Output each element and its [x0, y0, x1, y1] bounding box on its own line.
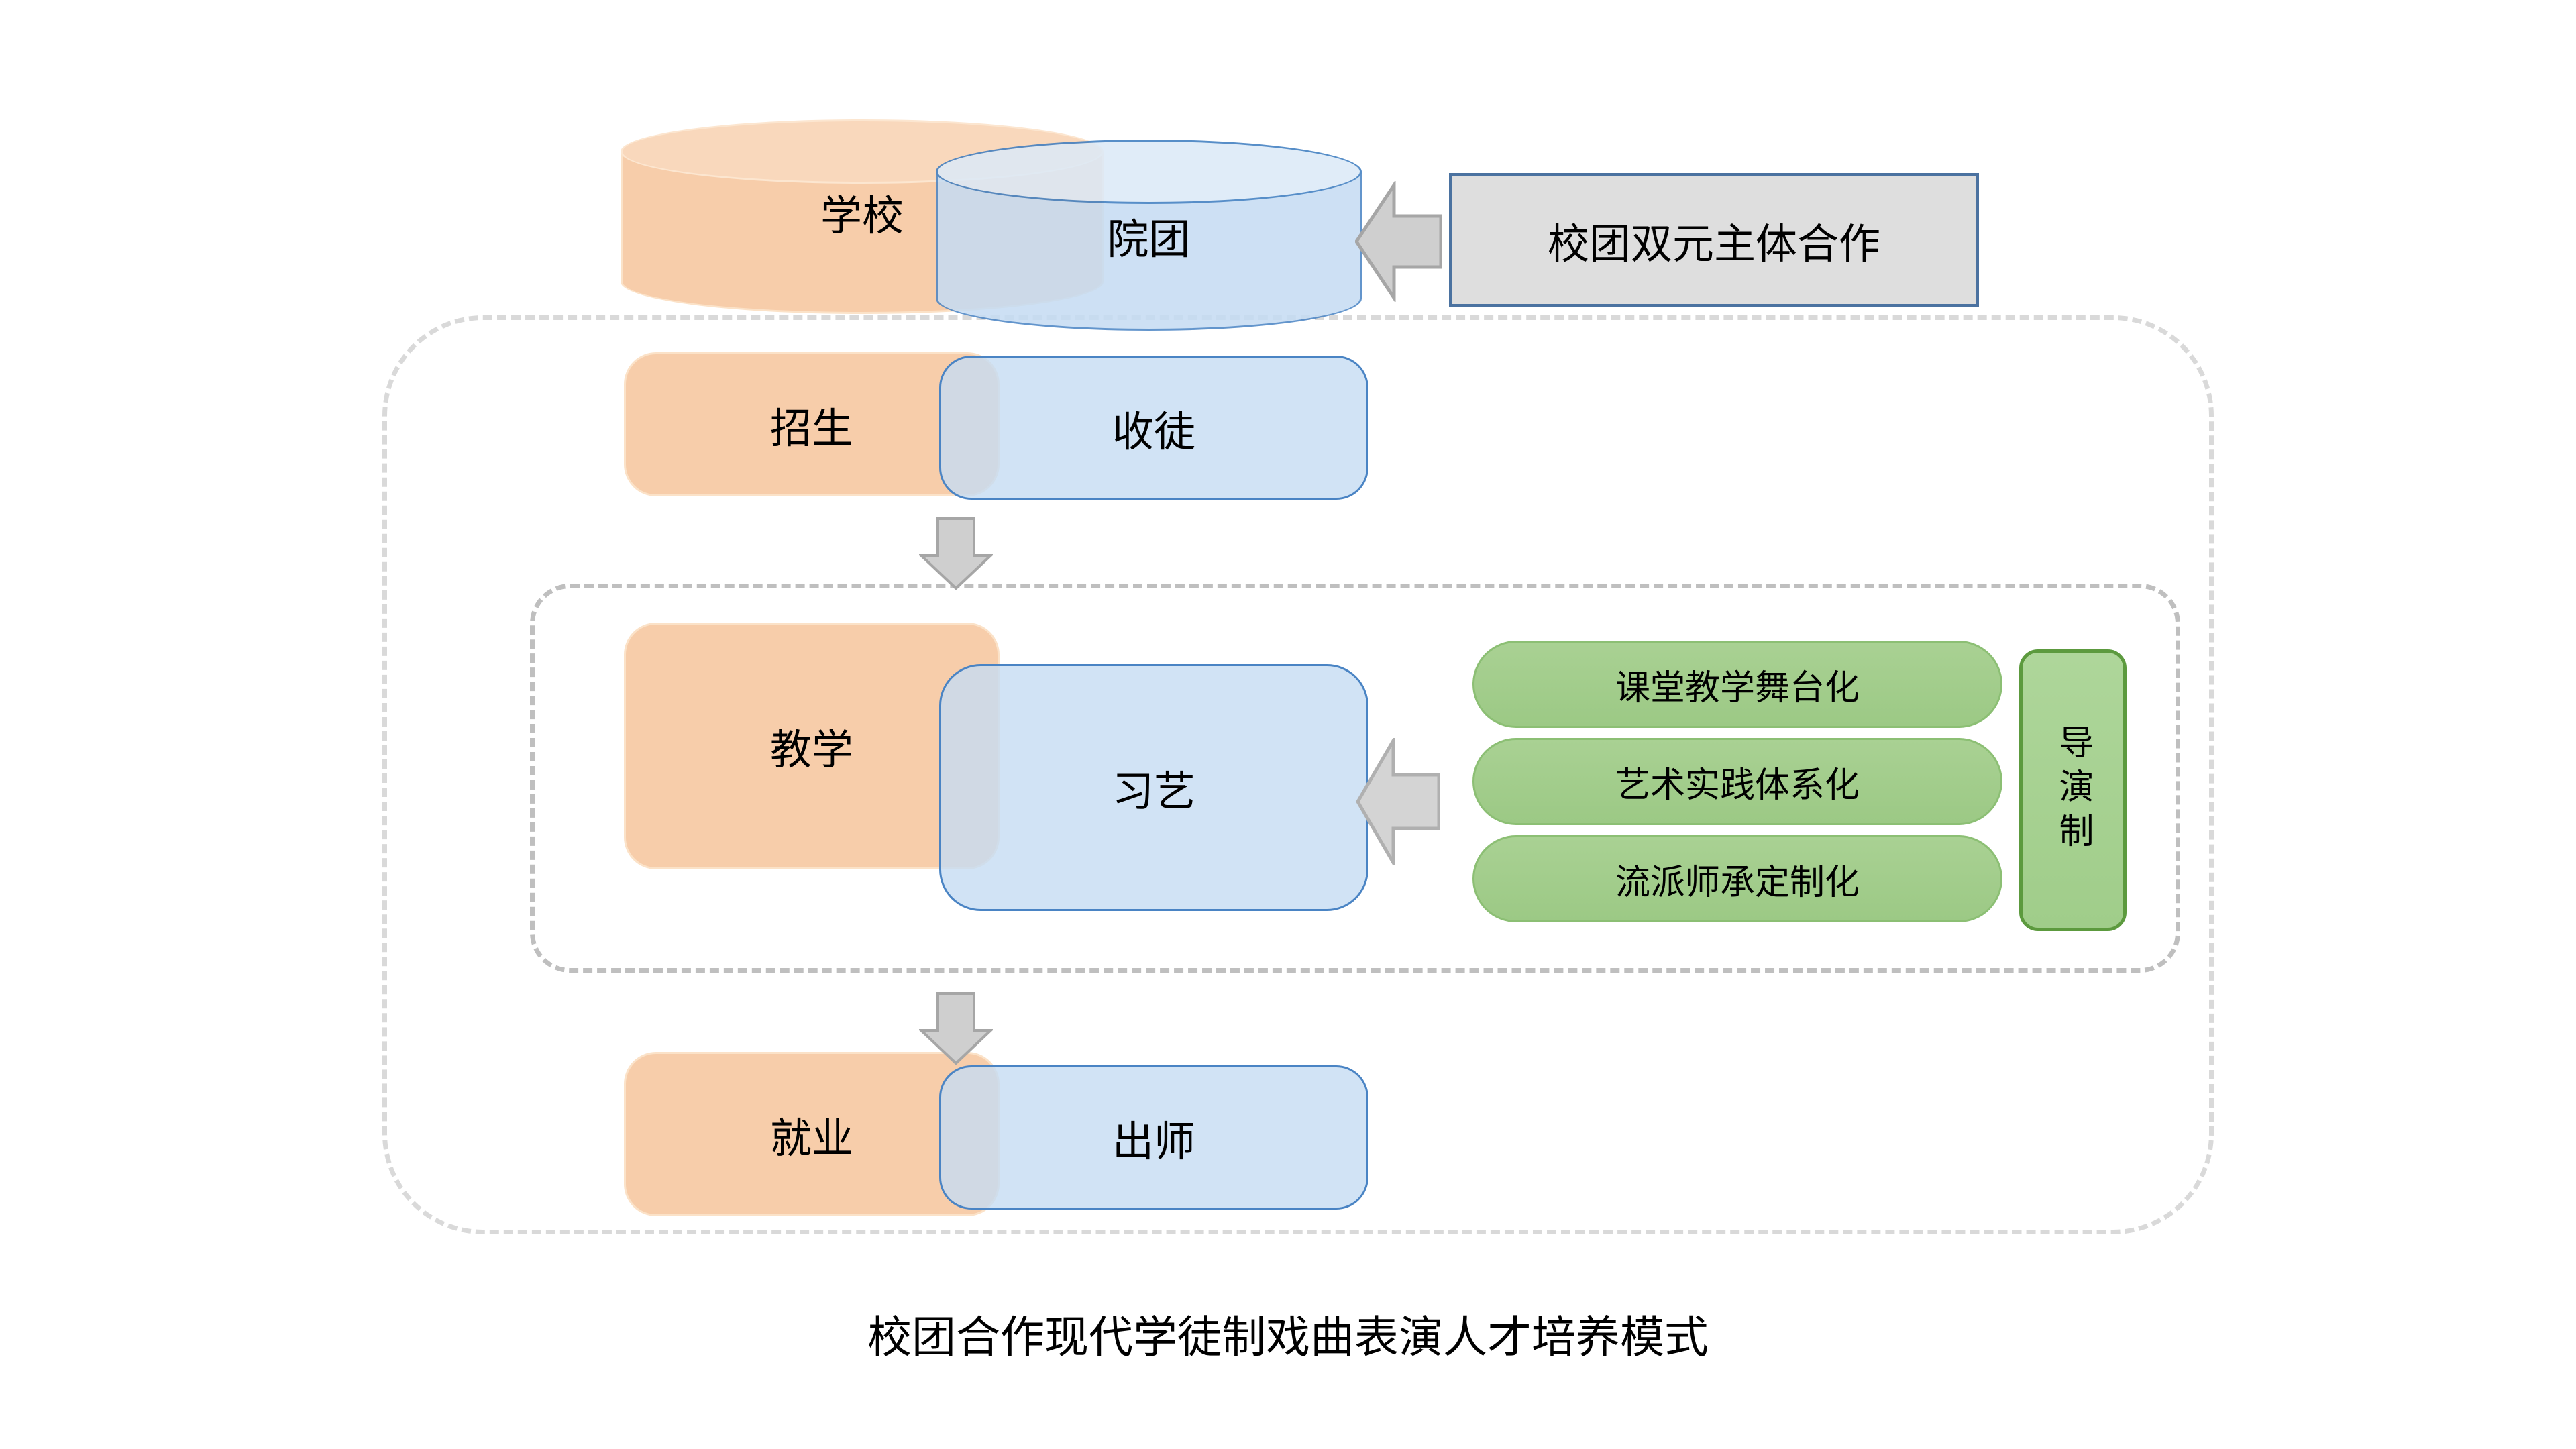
stage-recruit-school-box[interactable]: 招生	[624, 352, 1000, 496]
stage-recruit-troupe-label: 收徒	[1112, 409, 1195, 455]
stage-recruit-troupe-box[interactable]: 收徒	[939, 356, 1368, 500]
stage-employ-school-box[interactable]: 就业	[624, 1052, 1000, 1216]
cooperation-callout[interactable]: 校团双元主体合作	[1449, 173, 1979, 307]
method-pill-3-label: 流派师承定制化	[1615, 863, 1860, 902]
flow-arrow-recruit-to-teach-icon	[919, 517, 993, 590]
method-pill-1[interactable]: 课堂教学舞台化	[1472, 641, 2002, 728]
diagram-caption: 校团合作现代学徒制戏曲表演人才培养模式	[867, 1312, 1709, 1362]
school-cylinder-label: 学校	[820, 193, 904, 239]
stage-employ-school-label: 就业	[769, 1115, 853, 1162]
teaching-stage-container	[530, 584, 2180, 973]
stage-teach-troupe-box[interactable]: 习艺	[939, 664, 1368, 911]
cooperation-arrow-icon	[1355, 181, 1442, 302]
flow-arrow-teach-to-employ-icon	[919, 991, 993, 1065]
method-pill-1-label: 课堂教学舞台化	[1615, 668, 1860, 708]
troupe-cylinder-top	[936, 140, 1362, 204]
director-system-label: 导演制	[2053, 724, 2092, 857]
stage-employ-troupe-label: 出师	[1112, 1118, 1195, 1165]
methods-arrow-icon	[1356, 738, 1440, 865]
method-pill-2-label: 艺术实践体系化	[1615, 765, 1860, 805]
stage-recruit-school-label: 招生	[769, 405, 853, 452]
stage-teach-troupe-label: 习艺	[1112, 769, 1195, 815]
method-pill-3[interactable]: 流派师承定制化	[1472, 835, 2002, 922]
stage-employ-troupe-box[interactable]: 出师	[939, 1065, 1368, 1210]
troupe-cylinder-label-wrap: 院团	[936, 140, 1362, 331]
stage-teach-school-label: 教学	[769, 727, 853, 773]
stage-teach-school-box[interactable]: 教学	[624, 623, 1000, 869]
director-system-box[interactable]: 导演制	[2019, 649, 2127, 931]
troupe-cylinder-label: 院团	[1107, 216, 1191, 263]
troupe-cylinder[interactable]	[936, 140, 1362, 331]
method-pill-2[interactable]: 艺术实践体系化	[1472, 738, 2002, 825]
cooperation-callout-label: 校团双元主体合作	[1547, 221, 1880, 268]
